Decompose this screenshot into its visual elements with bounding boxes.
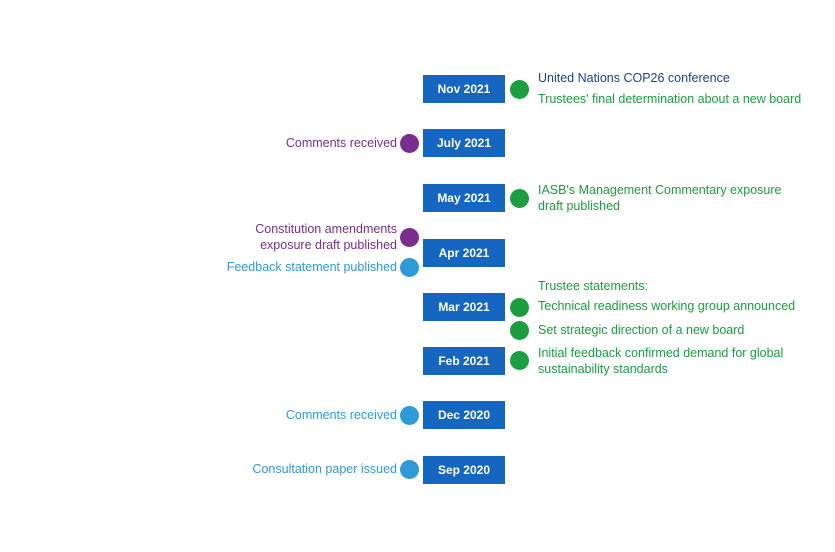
event-consultation-paper: Consultation paper issued [252,462,397,476]
date-may-2021: May 2021 [423,184,505,212]
event-dot-purple [400,228,419,247]
event-dot-purple [400,134,419,153]
date-feb-2021: Feb 2021 [423,347,505,375]
date-apr-2021: Apr 2021 [423,239,505,267]
event-comments-jul: Comments received [285,136,397,150]
date-mar-2021: Mar 2021 [423,293,505,321]
event-dot-blue [400,460,419,479]
event-dot-green [510,321,529,340]
event-dot-green [510,351,529,370]
event-comments-dec: Comments received [285,408,397,422]
event-dot-green [510,189,529,208]
event-trustee-statements: Trustee statements: [538,279,648,293]
event-constitution-line2: exposure draft published [260,238,397,252]
event-constitution-line1: Constitution amendments [255,222,397,236]
event-trustees-final: Trustees' final determination about a ne… [538,92,802,106]
event-technical-readiness: Technical readiness working group announ… [538,299,796,313]
date-dec-2020: Dec 2020 [423,401,505,429]
date-nov-2021: Nov 2021 [423,75,505,103]
event-iasb-line2: draft published [538,199,621,213]
event-dot-green [510,80,529,99]
event-initial-feedback-line1: Initial feedback confirmed demand for gl… [538,346,784,360]
event-dot-blue [400,258,419,277]
date-sep-2020: Sep 2020 [423,456,505,484]
date-jul-2021: July 2021 [423,129,505,157]
event-strategic-direction: Set strategic direction of a new board [538,323,745,337]
event-initial-feedback-line2: sustainability standards [538,362,668,376]
event-cop26: United Nations COP26 conference [538,71,730,85]
event-dot-blue [400,406,419,425]
event-feedback-statement: Feedback statement published [226,260,397,274]
event-iasb-line1: IASB's Management Commentary exposure [538,183,782,197]
event-dot-green [510,298,529,317]
